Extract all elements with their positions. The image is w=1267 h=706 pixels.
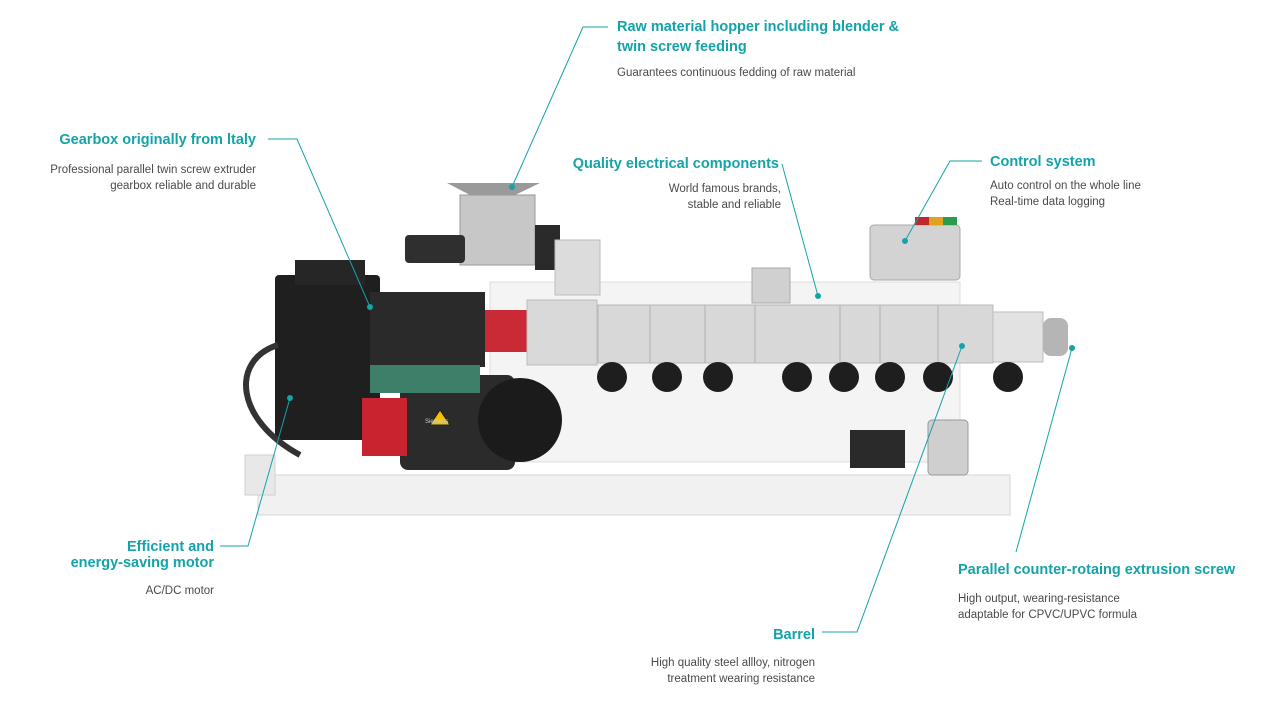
electrical-title: Quality electrical components xyxy=(572,156,779,172)
hydraulic-block xyxy=(850,430,905,468)
vent-chute xyxy=(554,239,601,296)
hopper-anchor-dot xyxy=(509,184,515,190)
control-description-line1: Auto control on the whole line xyxy=(990,180,1141,192)
control-anchor-dot xyxy=(902,238,908,244)
motor-leader-line xyxy=(220,397,291,547)
base-frame xyxy=(257,474,1011,516)
screw-anchor-dot xyxy=(1069,345,1075,351)
control-description-line2: Real-time data logging xyxy=(990,196,1106,208)
gearbox-description-line1: Professional parallel twin screw extrude… xyxy=(50,164,256,176)
electrical-description-line1: World famous brands, xyxy=(668,183,781,195)
motor-end-cap xyxy=(478,378,562,462)
barrel-description-line2: treatment wearing resistance xyxy=(667,673,815,685)
blower-fan xyxy=(923,362,953,392)
barrel-end xyxy=(992,311,1044,363)
electrical-leader-line xyxy=(781,163,819,297)
barrel-anchor-dot xyxy=(959,343,965,349)
blower-fan xyxy=(703,362,733,392)
motor-title-line2: energy-saving motor xyxy=(70,555,214,571)
hopper-title-line1: Raw material hopper including blender & xyxy=(617,19,899,35)
gearbox-red-plate xyxy=(485,310,527,352)
motor-anchor-dot xyxy=(287,395,293,401)
gearbox-top xyxy=(295,260,365,285)
blower-fan xyxy=(782,362,812,392)
signal-light-red xyxy=(915,217,929,225)
hopper-funnel xyxy=(447,183,540,195)
electrical-anchor-dot xyxy=(815,293,821,299)
barrel-description-line1: High quality steel allloy, nitrogen xyxy=(650,657,815,669)
hopper-leader-line xyxy=(511,26,608,188)
blower-fan xyxy=(829,362,859,392)
screw-description-line1: High output, wearing-resistance xyxy=(958,593,1120,605)
hopper-body xyxy=(459,194,536,266)
warning-triangle-icon xyxy=(429,409,451,426)
gearbox-title: Gearbox originally from ltaly xyxy=(59,132,256,148)
vent-dome xyxy=(751,267,791,304)
motor-brand-label: Siemens xyxy=(425,419,449,425)
control-leader-line xyxy=(904,160,982,242)
motor-title-line1: Efficient and xyxy=(126,539,214,555)
motor-green-panel xyxy=(370,365,480,393)
barrel-heaters xyxy=(597,304,994,364)
base-skid xyxy=(244,454,276,496)
blower-fan xyxy=(652,362,682,392)
motor-description: AC/DC motor xyxy=(145,585,214,597)
gearbox-block xyxy=(275,275,380,440)
screw-title: Parallel counter-rotaing extrusion screw xyxy=(958,562,1236,578)
barrel-title: Barrel xyxy=(773,627,815,643)
blower-fan xyxy=(597,362,627,392)
blower-fan xyxy=(875,362,905,392)
screw-description-line2: adaptable for CPVC/UPVC formula xyxy=(958,609,1137,621)
control-title: Control system xyxy=(990,154,1096,170)
gearbox-anchor-dot xyxy=(367,304,373,310)
signal-light-yellow xyxy=(929,217,943,225)
signal-light-green xyxy=(943,217,957,225)
gearbox-leader-line xyxy=(268,138,371,308)
motor-red-box xyxy=(362,398,407,456)
hopper-description: Guarantees continuous fedding of raw mat… xyxy=(617,67,856,79)
hopper-title-line2: twin screw feeding xyxy=(617,39,747,55)
screw-leader-line xyxy=(1015,347,1073,553)
feeder-motor xyxy=(405,235,465,263)
barrel-leader-line xyxy=(822,345,963,633)
blower-fan xyxy=(993,362,1023,392)
die-flange xyxy=(1043,318,1068,356)
gearbox-housing xyxy=(370,292,485,367)
gearbox-description-line2: gearbox reliable and durable xyxy=(110,180,256,192)
coupling xyxy=(526,299,598,366)
hydraulic-hoses xyxy=(243,342,302,458)
vacuum-pump xyxy=(927,419,969,476)
electrical-description-line2: stable and reliable xyxy=(687,199,781,211)
